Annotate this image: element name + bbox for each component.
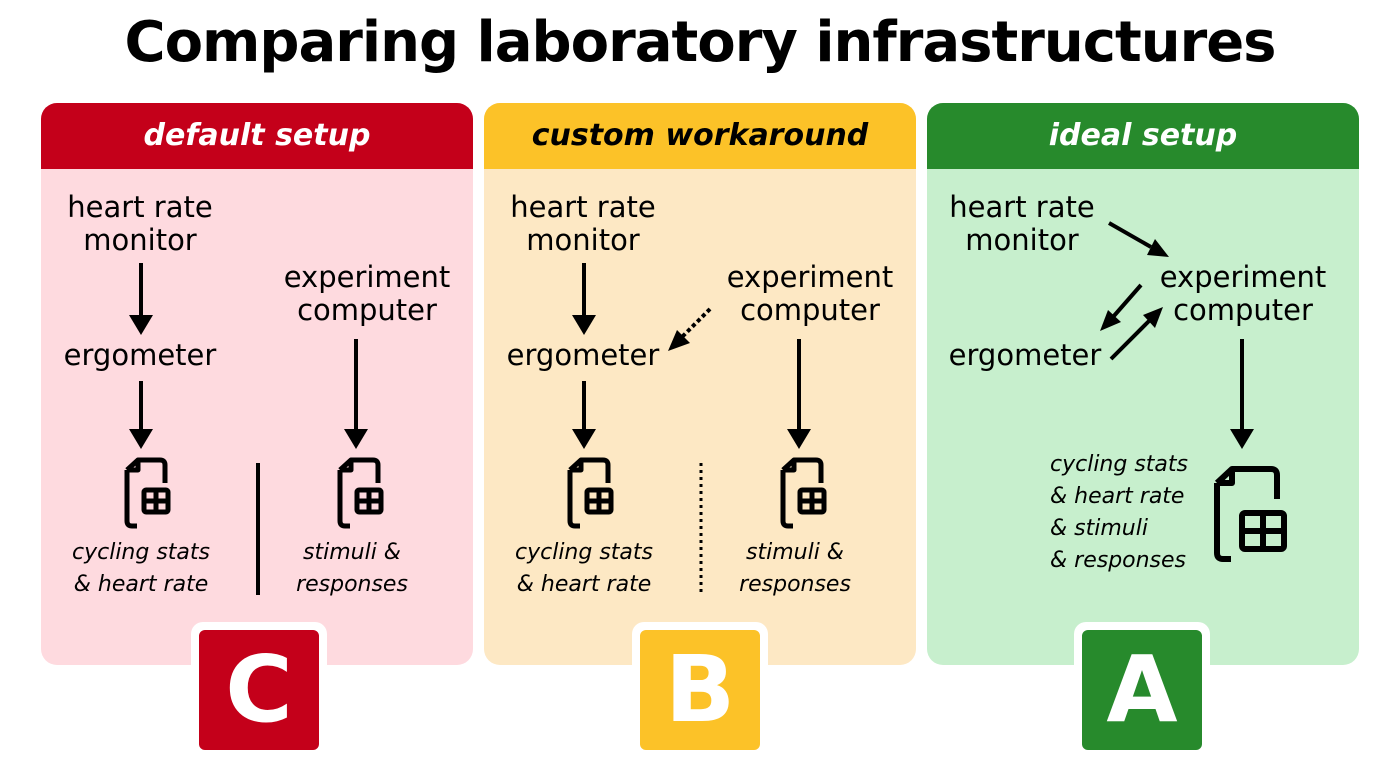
arrow-computer-to-file xyxy=(344,339,368,449)
panel-default-setup: default setup heart rate monitor experim… xyxy=(41,103,473,665)
file-caption: stimuli & xyxy=(746,540,844,565)
file-caption: cycling stats xyxy=(515,540,653,565)
spreadsheet-file-icon xyxy=(780,457,827,529)
experiment-computer-label: experiment computer xyxy=(726,260,894,327)
arrow-monitor-to-ergometer xyxy=(129,263,153,335)
ergometer-label: ergometer xyxy=(506,338,660,372)
flow-diagram xyxy=(124,263,384,595)
arrow-monitor-to-computer xyxy=(1108,221,1169,257)
grade-letter: A xyxy=(1082,630,1202,750)
arrow-ergometer-to-file xyxy=(572,381,596,449)
spreadsheet-file-icon xyxy=(337,457,384,529)
flow-diagram xyxy=(567,263,827,595)
spreadsheet-file-icon xyxy=(1214,466,1287,562)
file-caption: & heart rate xyxy=(1050,484,1185,509)
file-caption: & heart rate xyxy=(73,572,209,597)
page-title: Comparing laboratory infrastructures xyxy=(124,10,1276,75)
grade-letter: B xyxy=(640,630,760,750)
ergometer-label: ergometer xyxy=(948,338,1102,372)
panel-ideal-setup: ideal setup heart rate monitor experimen… xyxy=(927,103,1359,665)
experiment-computer-label: experiment computer xyxy=(283,260,451,327)
spreadsheet-file-icon xyxy=(567,457,614,529)
panel-custom-workaround: custom workaround heart rate monitor exp… xyxy=(484,103,916,665)
experiment-computer-label: experiment computer xyxy=(1159,260,1327,327)
grade-badge-b: B xyxy=(632,622,768,758)
spreadsheet-file-icon xyxy=(124,457,171,529)
arrow-monitor-to-ergometer xyxy=(572,263,596,335)
file-caption: & heart rate xyxy=(516,572,652,597)
panel-header: default setup xyxy=(41,103,473,169)
grade-badge-c: C xyxy=(191,622,327,758)
arrow-computer-to-ergometer xyxy=(1100,283,1143,331)
file-caption: & responses xyxy=(1050,548,1187,573)
file-caption: responses xyxy=(296,572,408,597)
file-caption: cycling stats xyxy=(1050,452,1188,477)
grade-letter: C xyxy=(199,630,319,750)
heart-rate-monitor-label: heart rate monitor xyxy=(67,190,213,257)
file-caption: stimuli & xyxy=(303,540,401,565)
grade-badge-a: A xyxy=(1074,622,1210,758)
file-caption: responses xyxy=(739,572,851,597)
heart-rate-monitor-label: heart rate monitor xyxy=(949,190,1095,257)
arrow-computer-to-file xyxy=(1230,339,1254,449)
panel-header: custom workaround xyxy=(484,103,916,169)
heart-rate-monitor-label: heart rate monitor xyxy=(510,190,656,257)
flow-diagram xyxy=(1100,221,1287,562)
arrow-computer-to-file xyxy=(787,339,811,449)
arrow-ergometer-to-file xyxy=(129,381,153,449)
file-caption: & stimuli xyxy=(1050,516,1148,541)
arrow-ergometer-to-computer xyxy=(1109,307,1163,361)
dashed-arrow-computer-to-ergometer xyxy=(668,307,712,351)
panel-header: ideal setup xyxy=(927,103,1359,169)
file-caption: cycling stats xyxy=(72,540,210,565)
ergometer-label: ergometer xyxy=(63,338,217,372)
